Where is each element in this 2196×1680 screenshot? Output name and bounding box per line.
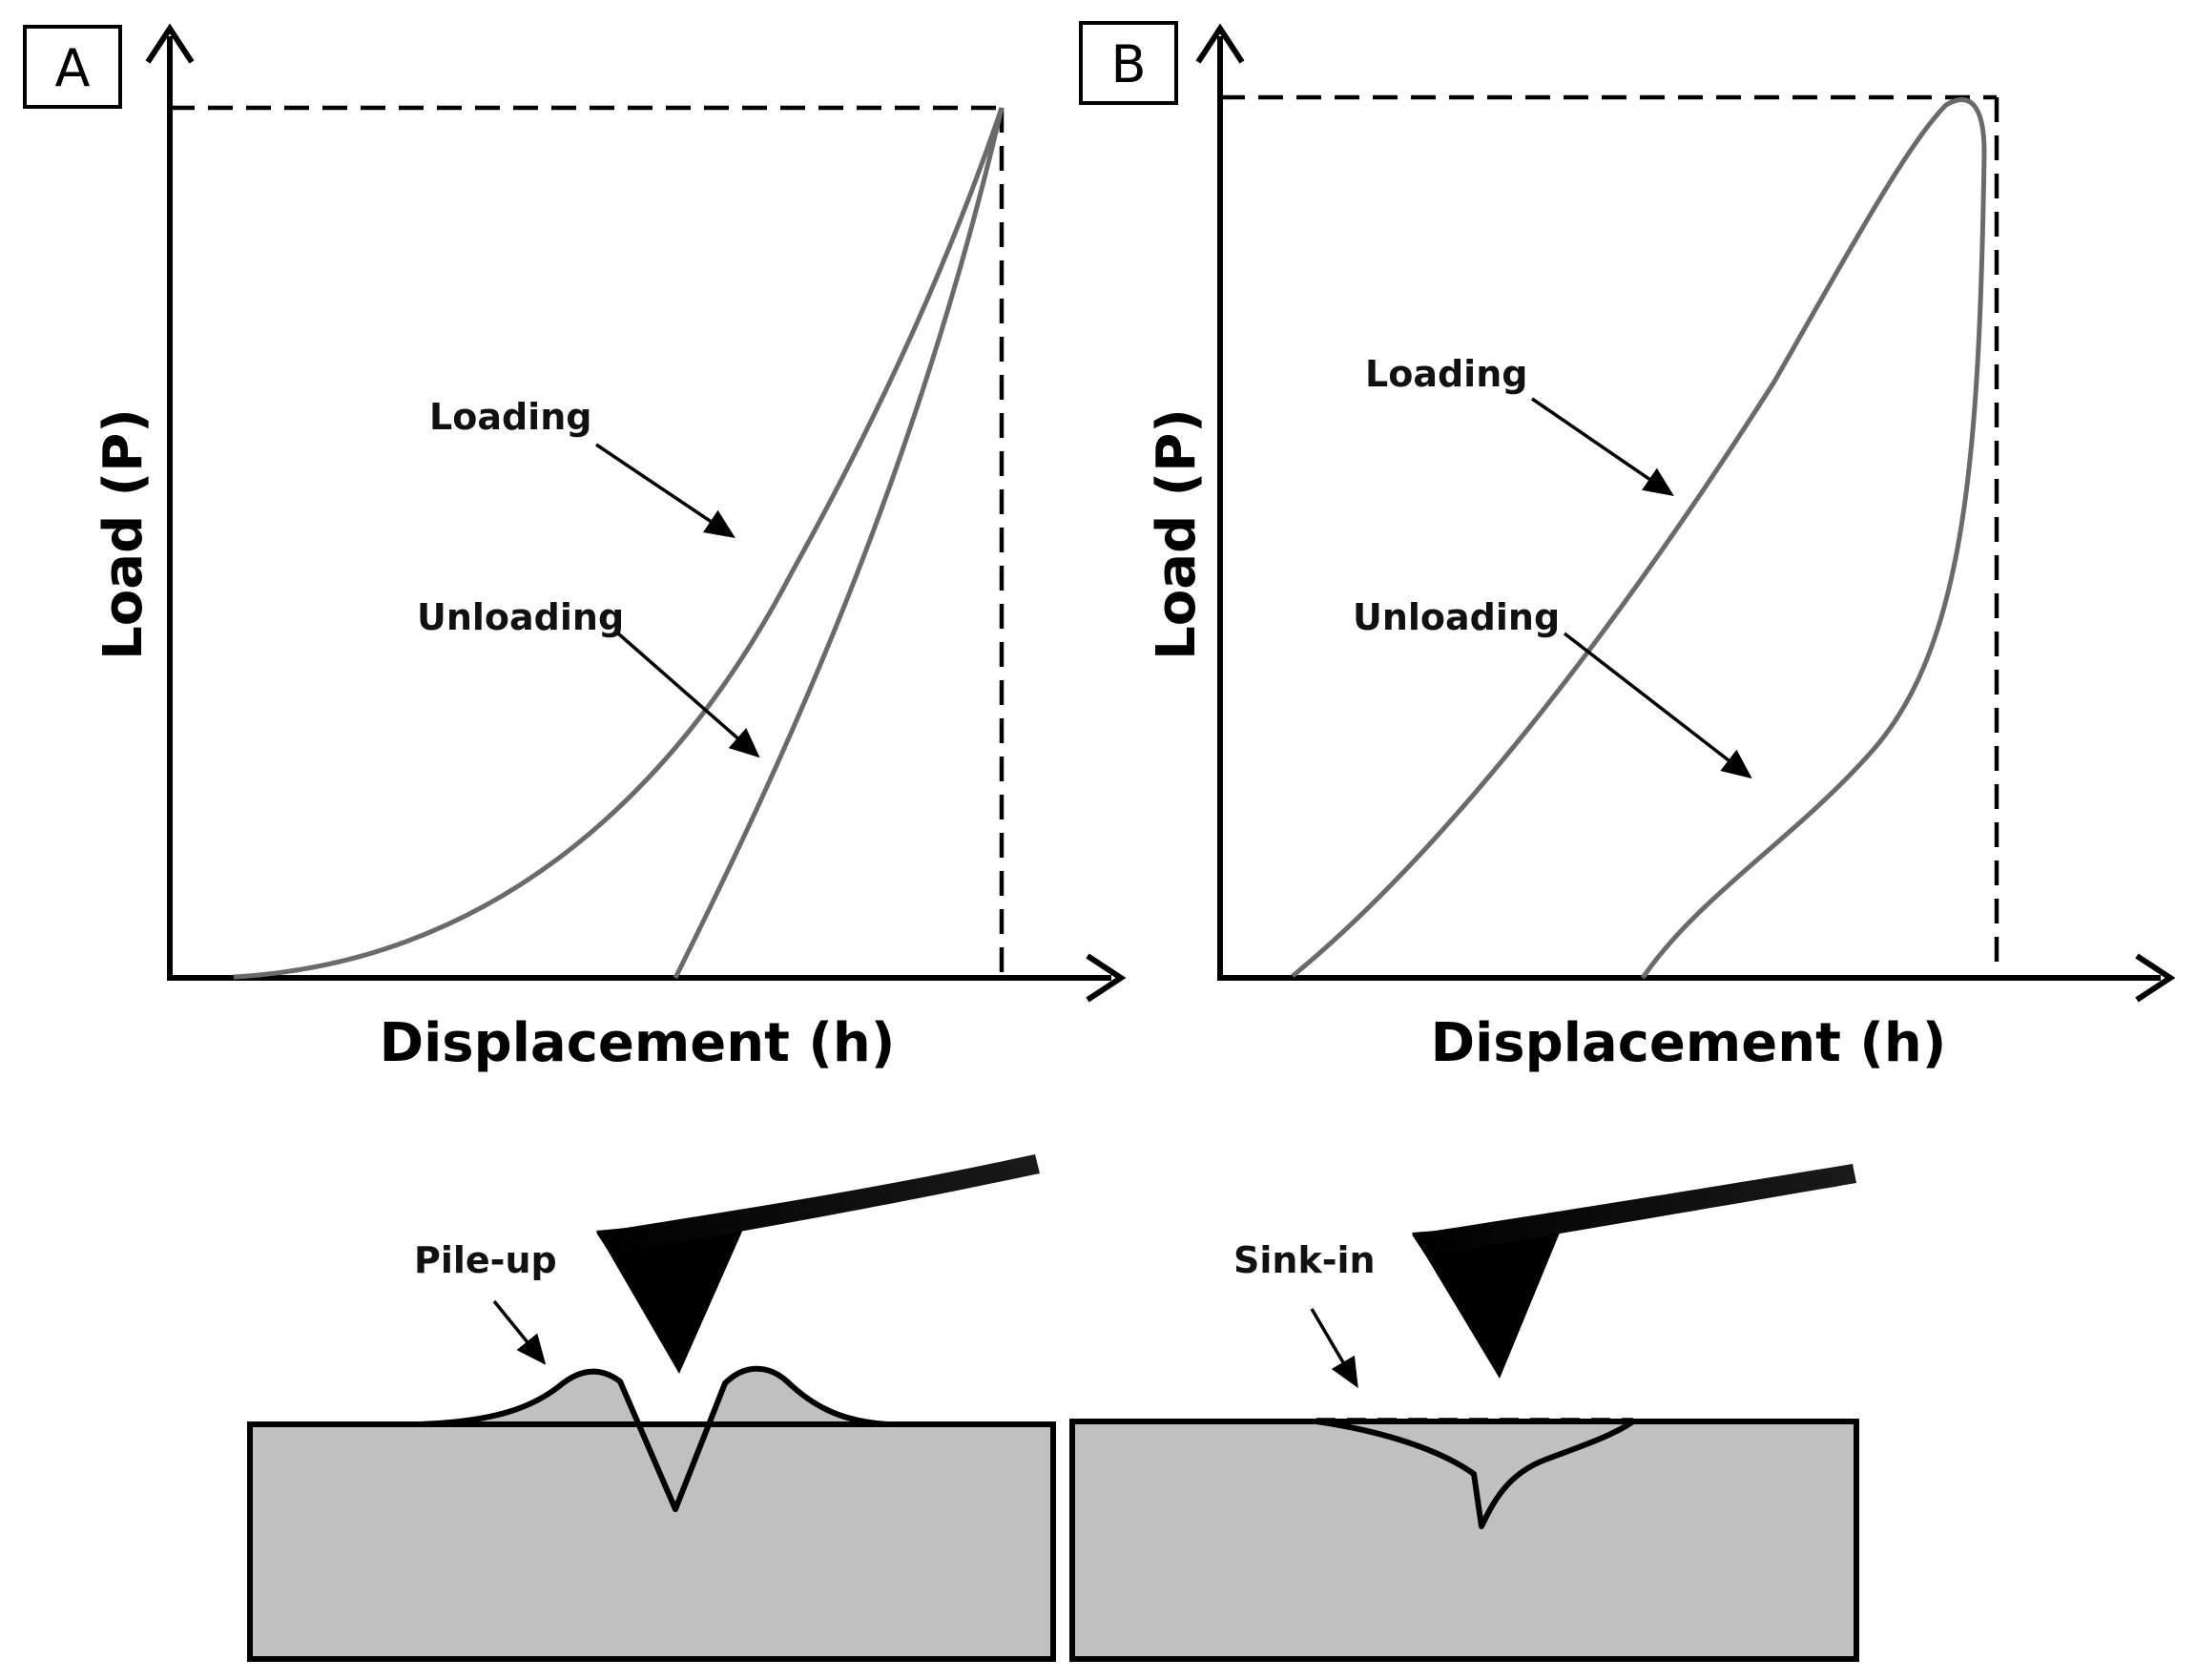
panel-b-letter-box	[1079, 21, 1178, 105]
panel-a-unloading-label: Unloading	[417, 596, 624, 638]
sink-in-label: Sink-in	[1233, 1239, 1376, 1281]
sink-in-arrow	[1310, 1308, 1358, 1389]
panel-a-letter: A	[55, 38, 91, 98]
panel-a-unloading-arrow	[616, 632, 760, 758]
panel-b-letter: B	[1110, 34, 1146, 94]
panel-a-loading-curve	[233, 107, 1005, 980]
panel-a-loading-label: Loading	[429, 396, 591, 438]
panel-a-graph: A Load (P) Displacement (h) Loading Unlo…	[23, 23, 1127, 1074]
sink-in-cantilever	[1412, 1164, 1856, 1256]
panel-a-y-axis-label: Load (P)	[93, 408, 155, 660]
panel-b-unloading-label: Unloading	[1353, 596, 1560, 638]
panel-a-x-axis-label: Displacement (h)	[380, 1012, 896, 1074]
pile-up-sample	[247, 1421, 1056, 1662]
panel-b-unloading-arrow	[1563, 632, 1752, 779]
pile-up-cantilever	[596, 1154, 1040, 1255]
panel-b-x-axis-arrowhead	[2135, 953, 2176, 1003]
pile-up-label: Pile-up	[414, 1239, 557, 1281]
panel-a-loading-arrow	[595, 443, 735, 538]
panel-b-loading-arrow	[1531, 397, 1674, 496]
pile-up-schematic: Pile-up	[247, 1154, 1056, 1662]
panel-a-x-axis-arrowhead	[1086, 953, 1127, 1003]
panel-a-unloading-curve	[673, 107, 1005, 980]
panel-b-y-axis-label: Load (P)	[1146, 408, 1208, 660]
pile-up-arrow	[492, 1299, 547, 1365]
panel-b-loading-label: Loading	[1365, 353, 1527, 395]
panel-b-y-axis-arrowhead	[1195, 23, 1245, 64]
panel-a-y-axis-arrowhead	[145, 23, 195, 64]
pile-up-surface	[247, 1365, 1056, 1512]
panel-b-loading-curve	[1291, 97, 1987, 978]
sink-in-indenter-tip	[1412, 1221, 1564, 1379]
sink-in-surface	[1069, 1419, 1859, 1529]
panel-b-x-axis-label: Displacement (h)	[1431, 1012, 1947, 1074]
panel-b-graph: B Load (P) Displacement (h) Loading Unlo…	[1079, 21, 2176, 1074]
panel-a-letter-box	[23, 25, 122, 109]
sink-in-schematic: Sink-in	[1069, 1164, 1859, 1662]
pile-up-indenter-tip	[596, 1216, 749, 1374]
panel-b-unloading-curve	[1640, 152, 1987, 980]
